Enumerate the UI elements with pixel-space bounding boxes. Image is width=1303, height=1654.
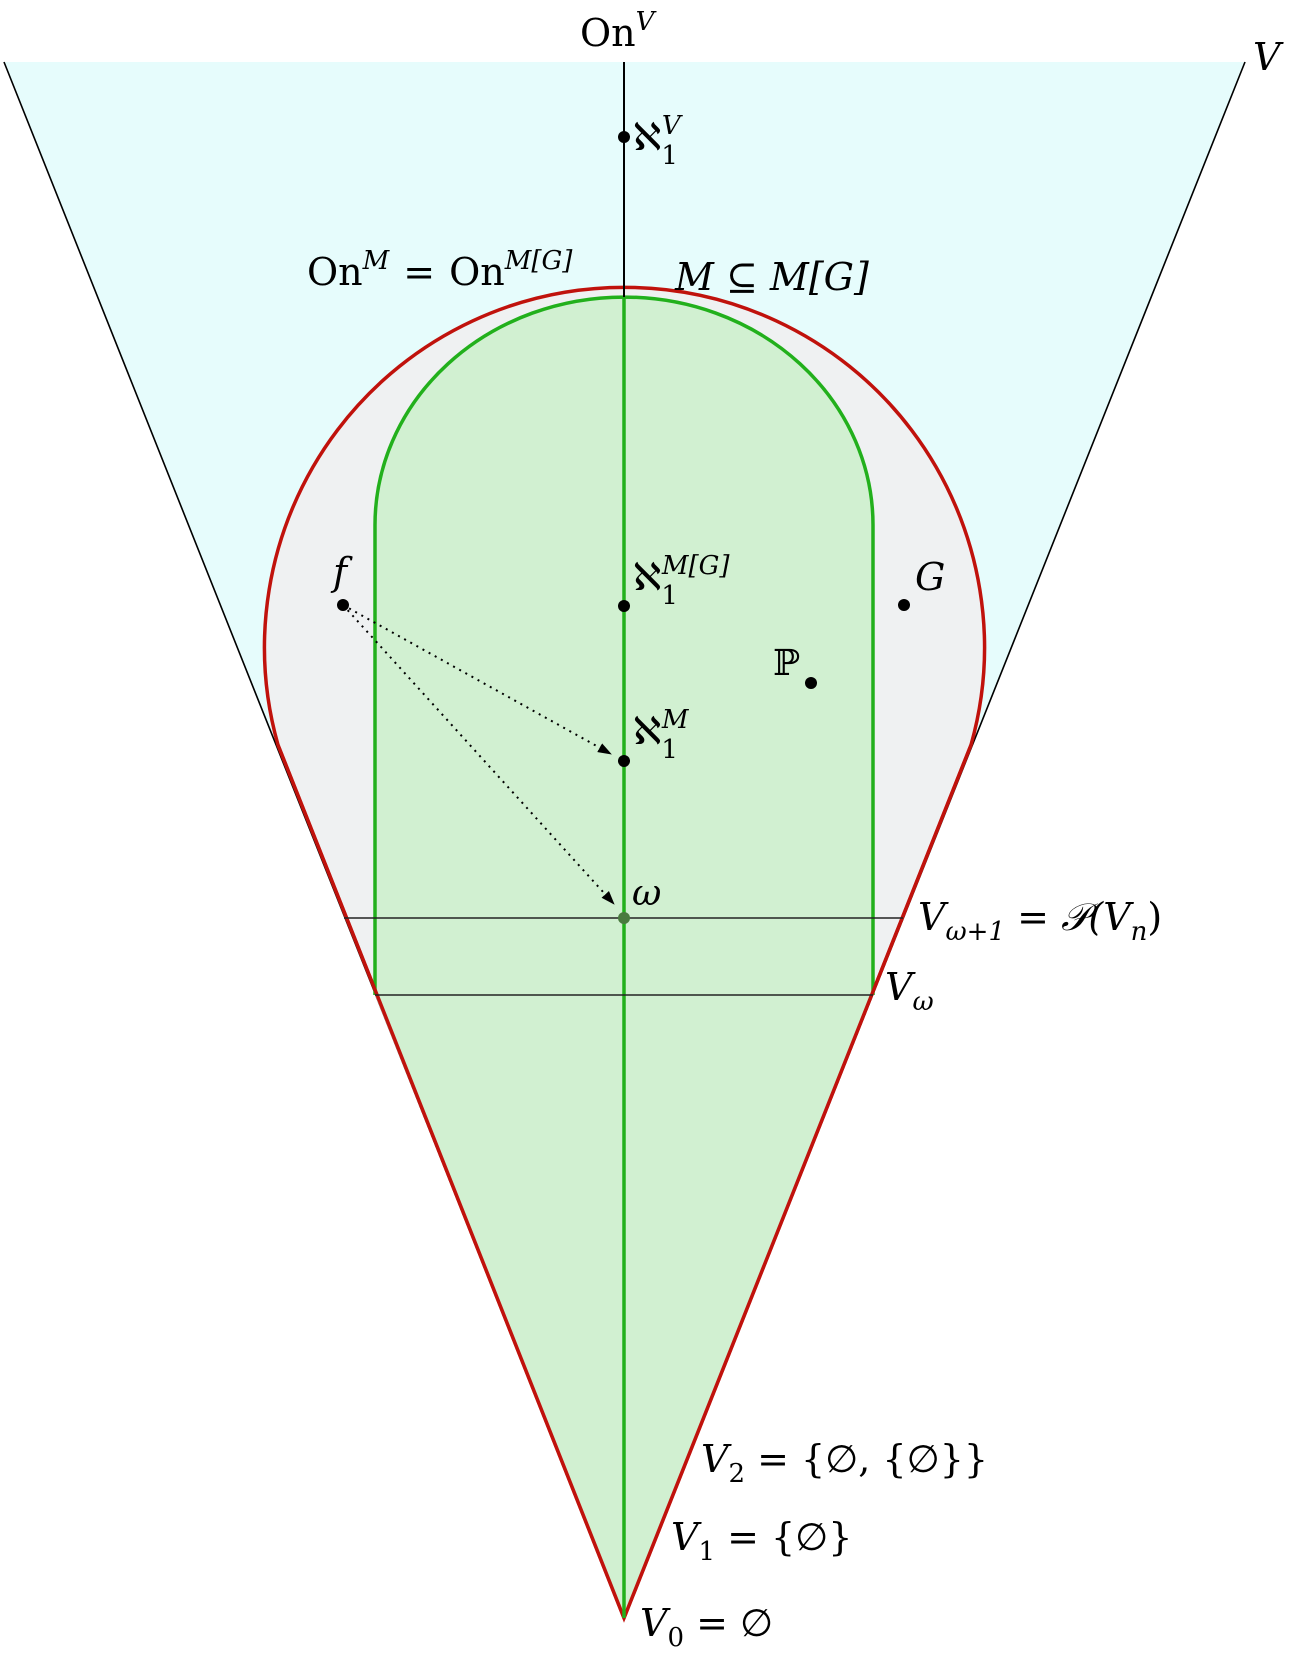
point-f <box>337 599 349 611</box>
point-g <box>898 599 910 611</box>
label-aleph1-v: ℵ1V <box>633 111 683 171</box>
label-g: G <box>915 555 945 599</box>
label-v2: V2 = {∅, {∅}} <box>701 1437 988 1489</box>
label-v1: V1 = {∅} <box>671 1515 852 1567</box>
point-omega <box>618 912 630 924</box>
label-v0: V0 = ∅ <box>640 1601 773 1653</box>
label-aleph1-mg: ℵ1M[G] <box>633 551 730 611</box>
label-omega: ω <box>632 873 661 914</box>
label-on-v: OnV <box>580 7 657 55</box>
label-v-omega: Vω <box>885 965 934 1017</box>
arrow-f-to-omega <box>342 604 615 905</box>
point-aleph1-mg <box>618 600 630 612</box>
point-p <box>805 677 817 689</box>
label-on-m-equals-on-mg: OnM=OnM[G] <box>307 246 573 294</box>
label-v-omega-plus-1: Vω+1 = 𝒫(Vn) <box>918 895 1162 947</box>
label-aleph1-m: ℵ1M <box>633 705 690 765</box>
label-v: V <box>1253 35 1284 79</box>
label-p: ℙ <box>773 643 800 684</box>
point-aleph1-m <box>618 755 630 767</box>
point-aleph1-v <box>618 131 630 143</box>
label-m-subset-mg: M ⊆ M[G] <box>674 255 869 299</box>
